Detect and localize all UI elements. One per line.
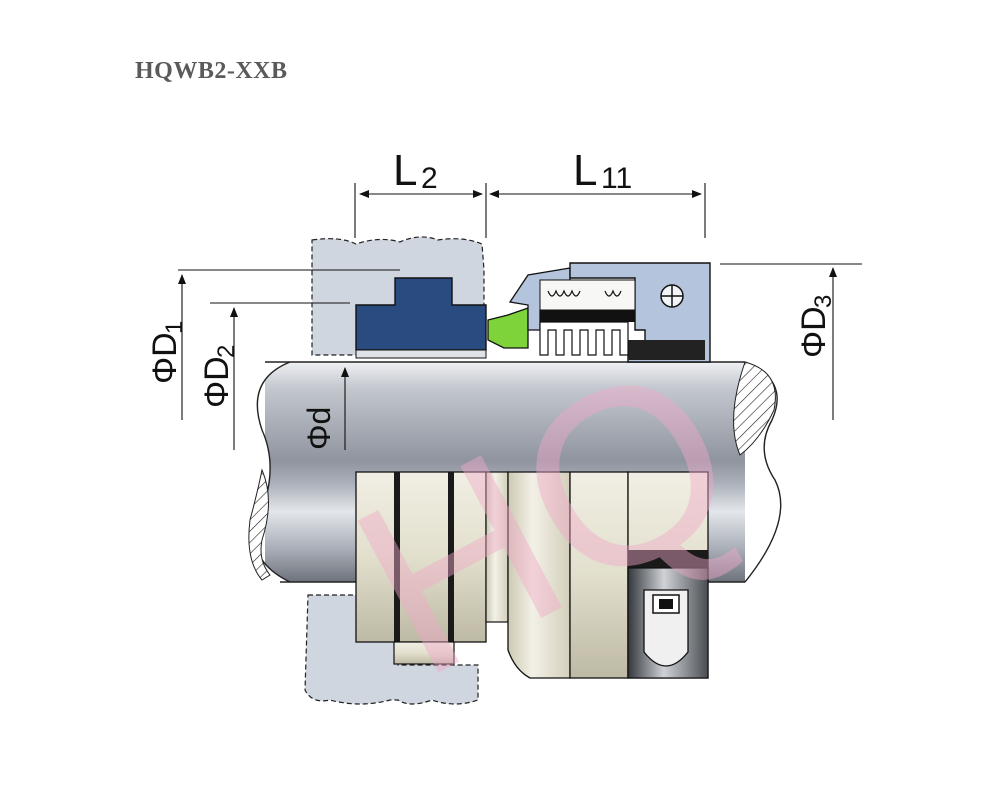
seal-exterior [355,471,709,679]
spring-assembly [539,279,636,356]
svg-text:Φd: Φd [301,407,337,450]
dim-label-l11: L 11 [573,146,632,195]
svg-text:3: 3 [810,295,837,308]
svg-text:ΦD: ΦD [795,306,833,358]
svg-text:2: 2 [213,345,240,358]
green-o-ring [487,307,529,349]
dim-label-d1: ΦD 1 [146,321,188,384]
svg-text:ΦD: ΦD [198,356,236,408]
spring-housing [569,262,711,363]
page-title: HQWB2-XXB [135,58,288,84]
dimension-lines [178,183,862,450]
svg-text:1: 1 [161,321,188,334]
stationary-seat [355,277,487,359]
svg-text:L: L [573,146,597,195]
dim-label-d2: ΦD 2 [198,345,240,408]
svg-text:2: 2 [421,162,438,195]
svg-text:11: 11 [601,162,632,195]
dim-label-d: Φd [301,407,337,450]
dim-label-d3: ΦD 3 [795,295,837,358]
dim-label-l2: L 2 [393,146,438,195]
svg-text:L: L [393,146,417,195]
svg-text:ΦD: ΦD [146,332,184,384]
